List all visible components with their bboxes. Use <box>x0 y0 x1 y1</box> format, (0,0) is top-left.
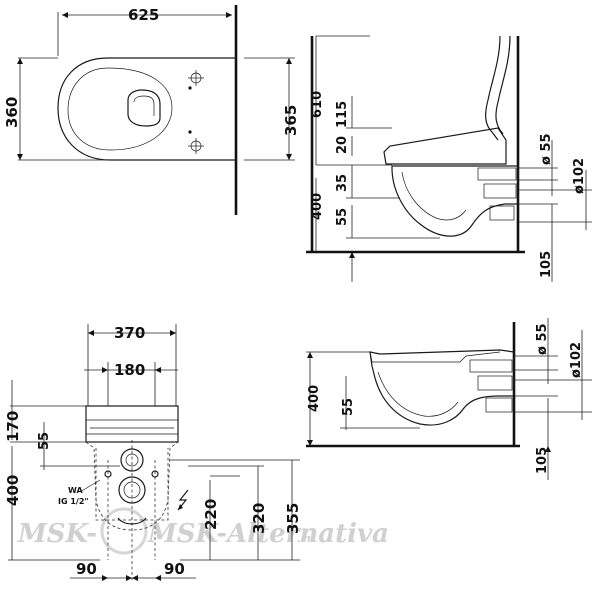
bowl-rim <box>369 351 501 363</box>
watermark-suffix: .ru <box>297 532 315 545</box>
dim-label-d102: ø102 <box>572 158 587 194</box>
ig-label: IG 1/2" <box>58 497 89 506</box>
dim-label-220: 220 <box>202 499 220 530</box>
dim-label-55: 55 <box>335 208 350 226</box>
dim-label-20: 20 <box>335 136 350 154</box>
mount-frame-inner <box>95 448 169 521</box>
bowl-rim <box>67 67 173 151</box>
bowl-outline <box>57 57 236 161</box>
watermark-prefix: MSK- <box>17 519 97 549</box>
top-plan-view: 625 360 <box>3 5 238 215</box>
mount-dot <box>188 86 192 90</box>
front-view: 370 180 WA IG 1/2" 170 <box>4 324 302 581</box>
dim-label-d55: ø 55 <box>535 323 550 355</box>
bowl-bottom <box>117 517 147 525</box>
inlet-pipe <box>477 167 517 181</box>
bolt-left <box>104 470 112 478</box>
outlet-pipe <box>477 375 513 391</box>
dim-label-115: 115 <box>335 101 350 128</box>
dim-arrows <box>102 575 161 581</box>
dim-label-105: 105 <box>535 447 550 474</box>
dim-label-35: 35 <box>335 174 350 192</box>
outlet-pipe <box>489 205 515 221</box>
bowl-outlet <box>127 89 161 127</box>
bowl-body <box>369 349 515 426</box>
bowl-body <box>391 165 519 237</box>
wa-leader <box>79 479 101 493</box>
dim-label-55: 55 <box>37 432 52 450</box>
dim-label-400: 400 <box>4 475 22 506</box>
dim-label-180: 180 <box>114 361 145 379</box>
dim-arrow <box>349 252 355 258</box>
watermark-logo-circle <box>100 507 148 555</box>
mount-dot <box>188 130 192 134</box>
dim-label-400: 400 <box>310 193 325 220</box>
dim-label-55: 55 <box>341 398 356 416</box>
mounting-holes <box>188 70 204 154</box>
bowl-inner <box>401 171 467 221</box>
bolt-right <box>151 470 159 478</box>
dim-label-90-left: 90 <box>76 560 97 578</box>
dim-label-610: 610 <box>310 91 325 118</box>
dim-label-170: 170 <box>4 411 22 442</box>
dim-arrow <box>545 446 551 452</box>
watermark-text: MSK-Alternativa <box>147 519 389 549</box>
outlet-pipe <box>483 183 517 199</box>
dim-label-370: 370 <box>114 324 145 342</box>
electric-connection-icon <box>177 489 189 511</box>
dim-label-90-right: 90 <box>164 560 185 578</box>
seat-lid-outer <box>495 35 511 135</box>
dim-label-365: 365 <box>282 105 300 136</box>
inlet-opening <box>120 448 144 472</box>
dim-label-625: 625 <box>128 6 159 24</box>
seat-lid <box>485 35 501 141</box>
inlet-pipe <box>469 359 513 373</box>
watermark: MSK- MSK-Alternativa .ru <box>17 507 389 555</box>
dim-label-105: 105 <box>539 251 554 278</box>
top-side-view: 610 115 20 35 400 55 365 ø 55 ø102 105 <box>244 35 592 282</box>
seat <box>383 127 507 165</box>
outlet-pipe <box>485 397 513 413</box>
bowl-outlet-inner <box>133 95 155 116</box>
bottom-side-view: 400 55 ø 55 ø102 105 <box>306 318 592 480</box>
electric-arrow <box>178 504 183 510</box>
bowl-inner <box>377 371 459 417</box>
dim-label-355: 355 <box>284 503 302 534</box>
dim-label-400: 400 <box>307 385 322 412</box>
dim-label-360: 360 <box>3 97 21 128</box>
seat-front <box>85 405 179 443</box>
dim-label-d102: ø102 <box>569 342 584 378</box>
dim-label-320: 320 <box>250 503 268 534</box>
wa-label: WA <box>68 486 83 495</box>
dim-label-d55: ø 55 <box>539 133 554 165</box>
